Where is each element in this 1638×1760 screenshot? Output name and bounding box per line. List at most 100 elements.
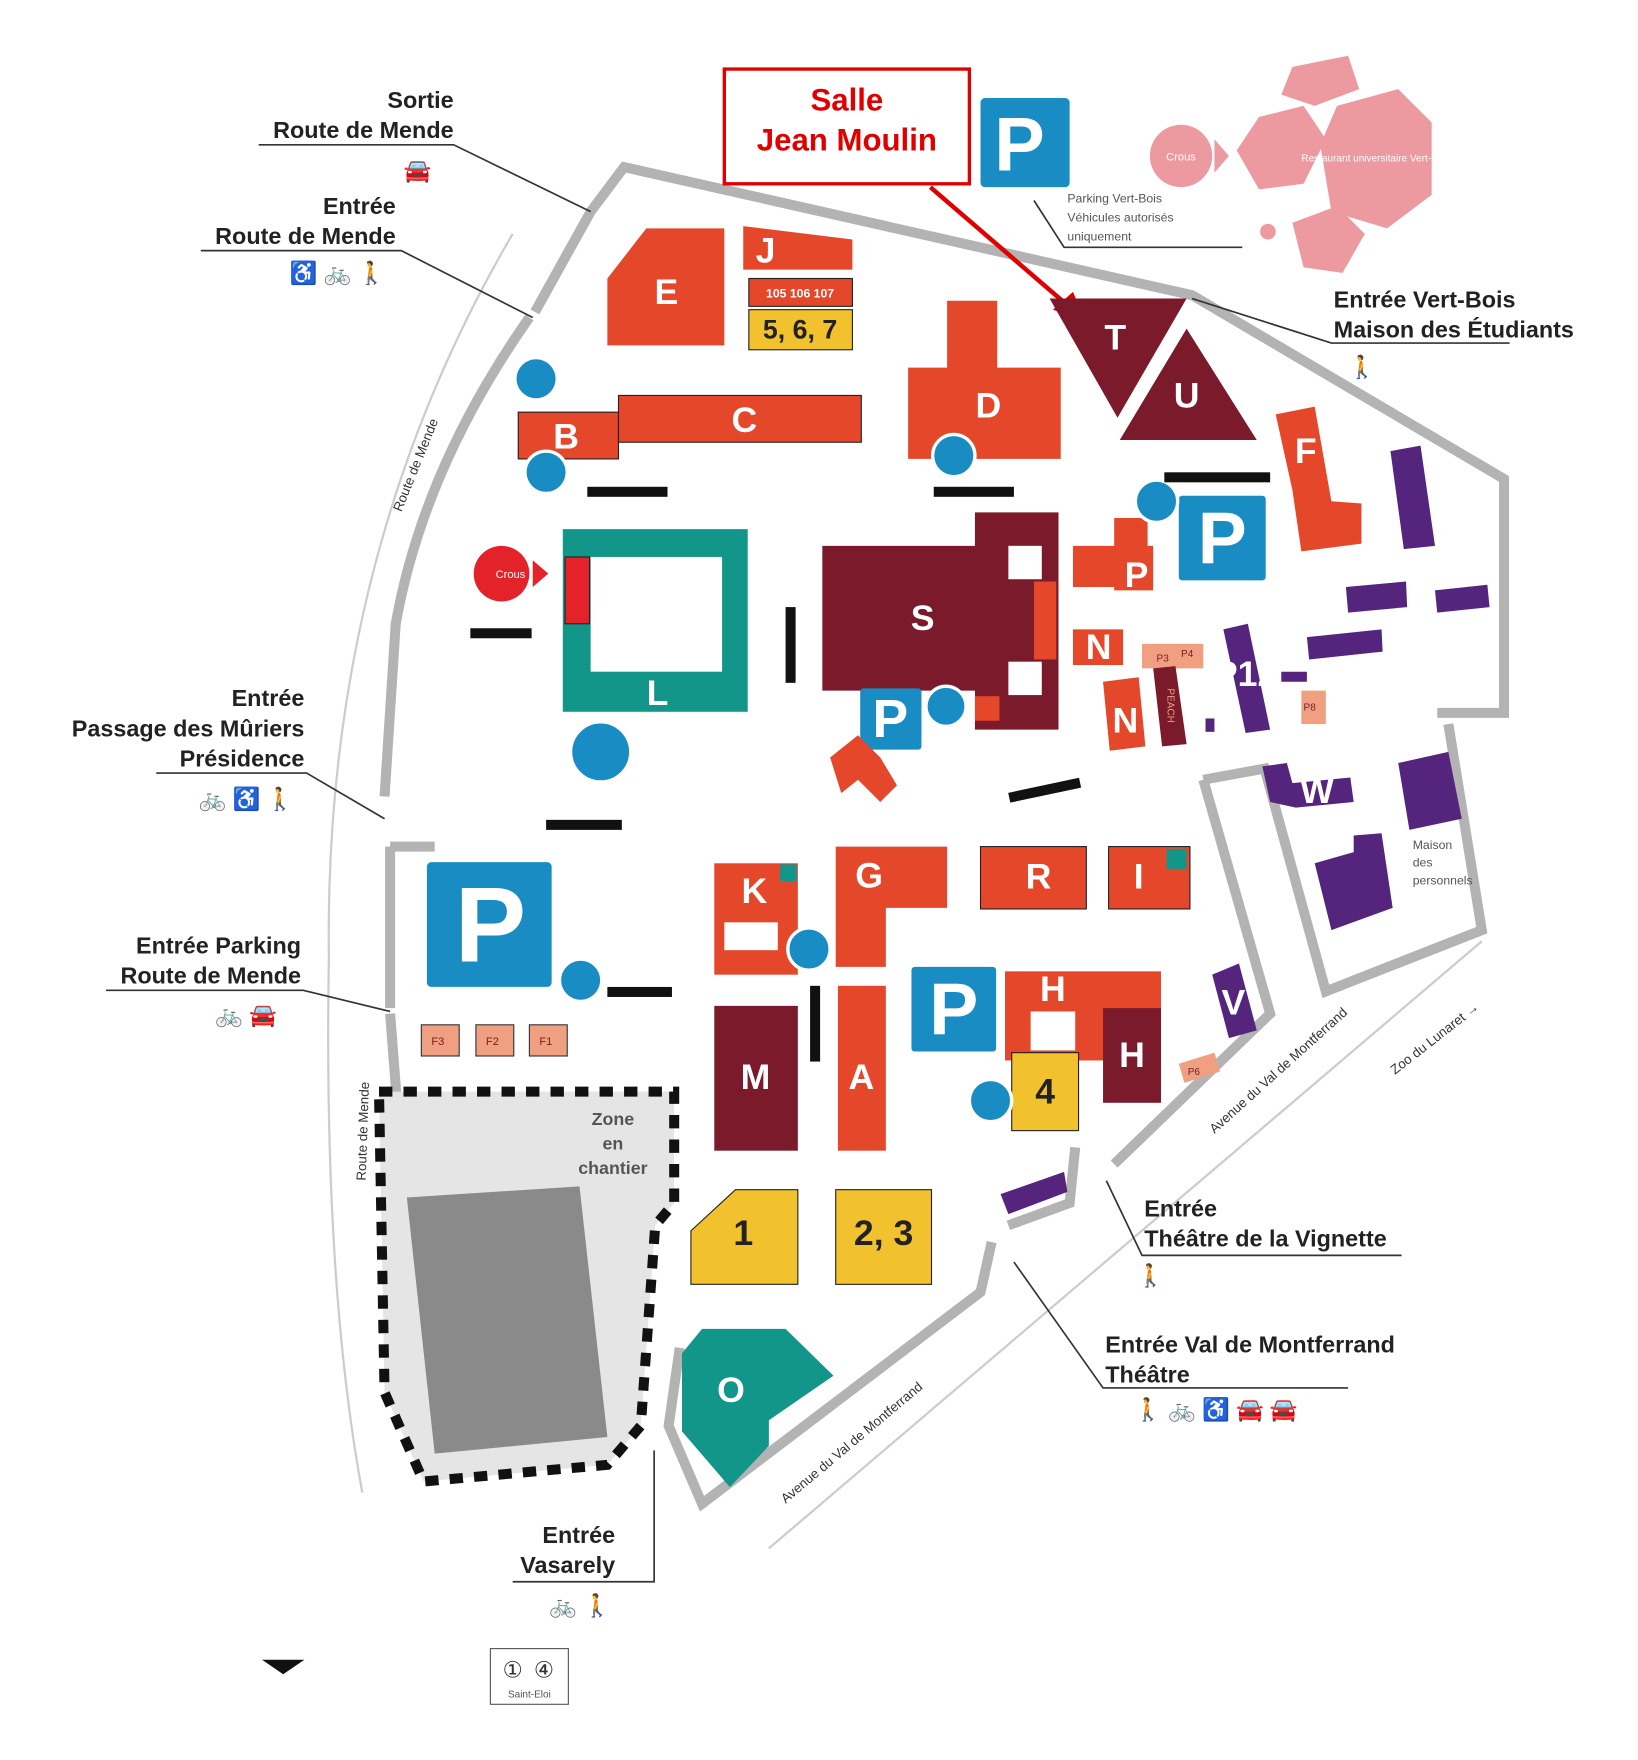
building-I[interactable]: I (1108, 846, 1191, 910)
parking-vert-bois[interactable]: P Parking Vert-Bois Véhicules autorisés … (980, 98, 1243, 249)
svg-text:Théâtre de la Vignette: Théâtre de la Vignette (1144, 1225, 1386, 1251)
zone-en-chantier: Zone en chantier (373, 1086, 680, 1487)
crous-l-marker[interactable]: Crous (473, 545, 549, 602)
amphi-1[interactable]: 1 (690, 1189, 799, 1285)
entrance-vasarely[interactable]: Entrée Vasarely 🚲 🚶 (512, 1450, 655, 1618)
svg-text:P: P (929, 968, 978, 1051)
svg-text:des: des (1413, 856, 1433, 870)
svg-text:Entrée Vert-Bois: Entrée Vert-Bois (1334, 286, 1516, 312)
building-F[interactable]: F (1275, 406, 1362, 552)
building-L[interactable]: L (562, 529, 748, 713)
svg-text:U: U (1174, 375, 1200, 415)
svg-text:Entrée Val de Montferrand: Entrée Val de Montferrand (1105, 1331, 1395, 1357)
rooms-105-107[interactable]: 105 106 107 (748, 277, 853, 307)
campus-boundary (327, 161, 1510, 1550)
callout-line2: Jean Moulin (757, 122, 937, 157)
amphi-4[interactable]: 4 (1011, 1052, 1080, 1132)
svg-text:Crous: Crous (496, 569, 526, 581)
svg-text:A: A (848, 1057, 874, 1097)
entrance-val-de-montferrand[interactable]: Entrée Val de Montferrand Théâtre 🚶 🚲 ♿ … (1013, 1261, 1395, 1422)
building-K[interactable]: K (714, 863, 798, 975)
svg-text:Présidence: Présidence (180, 745, 305, 771)
building-P8[interactable]: P8 (1301, 690, 1326, 725)
building-T[interactable]: T (1049, 298, 1187, 418)
salle-jean-moulin-callout: Salle Jean Moulin (722, 67, 1087, 324)
svg-text:Route de Mende: Route de Mende (120, 963, 301, 989)
svg-text:P: P (1125, 555, 1149, 595)
svg-text:Maison: Maison (1413, 838, 1453, 852)
svg-text:Entrée: Entrée (1144, 1195, 1217, 1221)
svg-text:P: P (1198, 497, 1247, 580)
svg-text:F2: F2 (486, 1036, 499, 1048)
callout-line1: Salle (810, 82, 883, 117)
entrance-vert-bois[interactable]: Entrée Vert-Bois Maison des Étudiants 🚶 (1191, 286, 1574, 379)
building-E[interactable]: E (607, 228, 725, 346)
svg-text:1: 1 (733, 1213, 753, 1253)
callout-arrow (928, 185, 1077, 314)
svg-text:F: F (1295, 431, 1317, 471)
building-peach[interactable]: PEACH (1153, 666, 1187, 747)
svg-text:Entrée Parking: Entrée Parking (136, 933, 301, 959)
svg-text:K: K (742, 871, 768, 911)
svg-text:H: H (1119, 1035, 1145, 1075)
building-O[interactable]: O (681, 1328, 834, 1488)
svg-text:N: N (1112, 701, 1138, 741)
svg-text:B: B (553, 417, 579, 457)
building-P12: P12 (1214, 654, 1277, 694)
svg-text:F3: F3 (431, 1036, 444, 1048)
amphi-5-6-7[interactable]: 5, 6, 7 (748, 309, 853, 351)
bike-parking-icons (513, 355, 1180, 1124)
maison-des-personnels-label: Maison des personnels (1413, 838, 1473, 888)
svg-text:2, 3: 2, 3 (854, 1213, 913, 1253)
parking-P-south[interactable]: P (911, 966, 997, 1052)
restaurant-label: Restaurant universitaire Vert-Bois (1301, 154, 1450, 165)
svg-text:C: C (731, 400, 757, 440)
entrance-theatre-vignette[interactable]: Entrée Théâtre de la Vignette 🚶 (1105, 1180, 1402, 1288)
building-S[interactable]: S (822, 512, 1059, 730)
building-P[interactable]: P (1072, 517, 1154, 595)
building-U[interactable]: U (1119, 328, 1257, 440)
building-M[interactable]: M (714, 1005, 798, 1151)
svg-text:Route de Mende: Route de Mende (215, 223, 396, 249)
svg-text:E: E (655, 272, 679, 312)
svg-text:PEACH: PEACH (1164, 688, 1175, 723)
parking-P-S[interactable]: P (860, 688, 922, 750)
building-N-2[interactable]: N (1103, 677, 1146, 751)
building-N[interactable]: N (1072, 627, 1124, 667)
building-A[interactable]: A (837, 985, 886, 1151)
svg-text:R: R (1026, 857, 1052, 897)
svg-text:5, 6, 7: 5, 6, 7 (763, 315, 837, 345)
svg-text:Théâtre: Théâtre (1105, 1361, 1189, 1387)
svg-text:Entrée: Entrée (323, 193, 396, 219)
street-route-de-mende-2: Route de Mende (354, 1082, 372, 1181)
amphi-2-3[interactable]: 2, 3 (835, 1189, 933, 1285)
entrance-parking-route-de-mende[interactable]: Entrée Parking Route de Mende 🚲 🚘 (106, 933, 391, 1028)
svg-text:Route de Mende: Route de Mende (273, 117, 454, 143)
parking-P-left[interactable]: P (426, 862, 552, 987)
parking-P-center[interactable]: P (1178, 495, 1266, 581)
entrance-sortie-route-de-mende[interactable]: Sortie Route de Mende 🚘 (258, 87, 592, 213)
building-V: V (1221, 983, 1245, 1023)
building-G[interactable]: G (835, 846, 948, 967)
sculpture-icon (830, 735, 897, 803)
svg-text:P3: P3 (1157, 654, 1170, 665)
entrance-passage-des-muriers[interactable]: Entrée Passage des Mûriers Présidence 🚲 … (72, 685, 385, 820)
svg-text:♿ 🚲 🚶: ♿ 🚲 🚶 (290, 260, 386, 286)
svg-text:Passage des Mûriers: Passage des Mûriers (72, 715, 305, 741)
restaurant-vert-bois[interactable]: Crous Restaurant universitaire Vert-Bois (1149, 55, 1451, 273)
svg-text:🚲 🚶: 🚲 🚶 (549, 1592, 611, 1618)
building-C[interactable]: C (617, 394, 862, 443)
building-H-2[interactable]: H (1103, 1008, 1161, 1103)
building-B[interactable]: B (517, 411, 620, 460)
building-R[interactable]: R (979, 846, 1087, 910)
street-sign-tags (470, 472, 1271, 1062)
svg-text:I: I (1134, 857, 1144, 897)
building-D[interactable]: D (908, 300, 1061, 459)
svg-text:🚶: 🚶 (1136, 1262, 1164, 1288)
tram-stop-saint-eloi[interactable]: ① ④ Saint-Eloi (489, 1648, 569, 1705)
entrance-route-de-mende[interactable]: Entrée Route de Mende ♿ 🚲 🚶 (200, 193, 534, 319)
building-P6[interactable]: P6 (1178, 1052, 1221, 1083)
svg-text:Sortie: Sortie (387, 87, 453, 113)
building-J[interactable]: J (743, 226, 853, 271)
